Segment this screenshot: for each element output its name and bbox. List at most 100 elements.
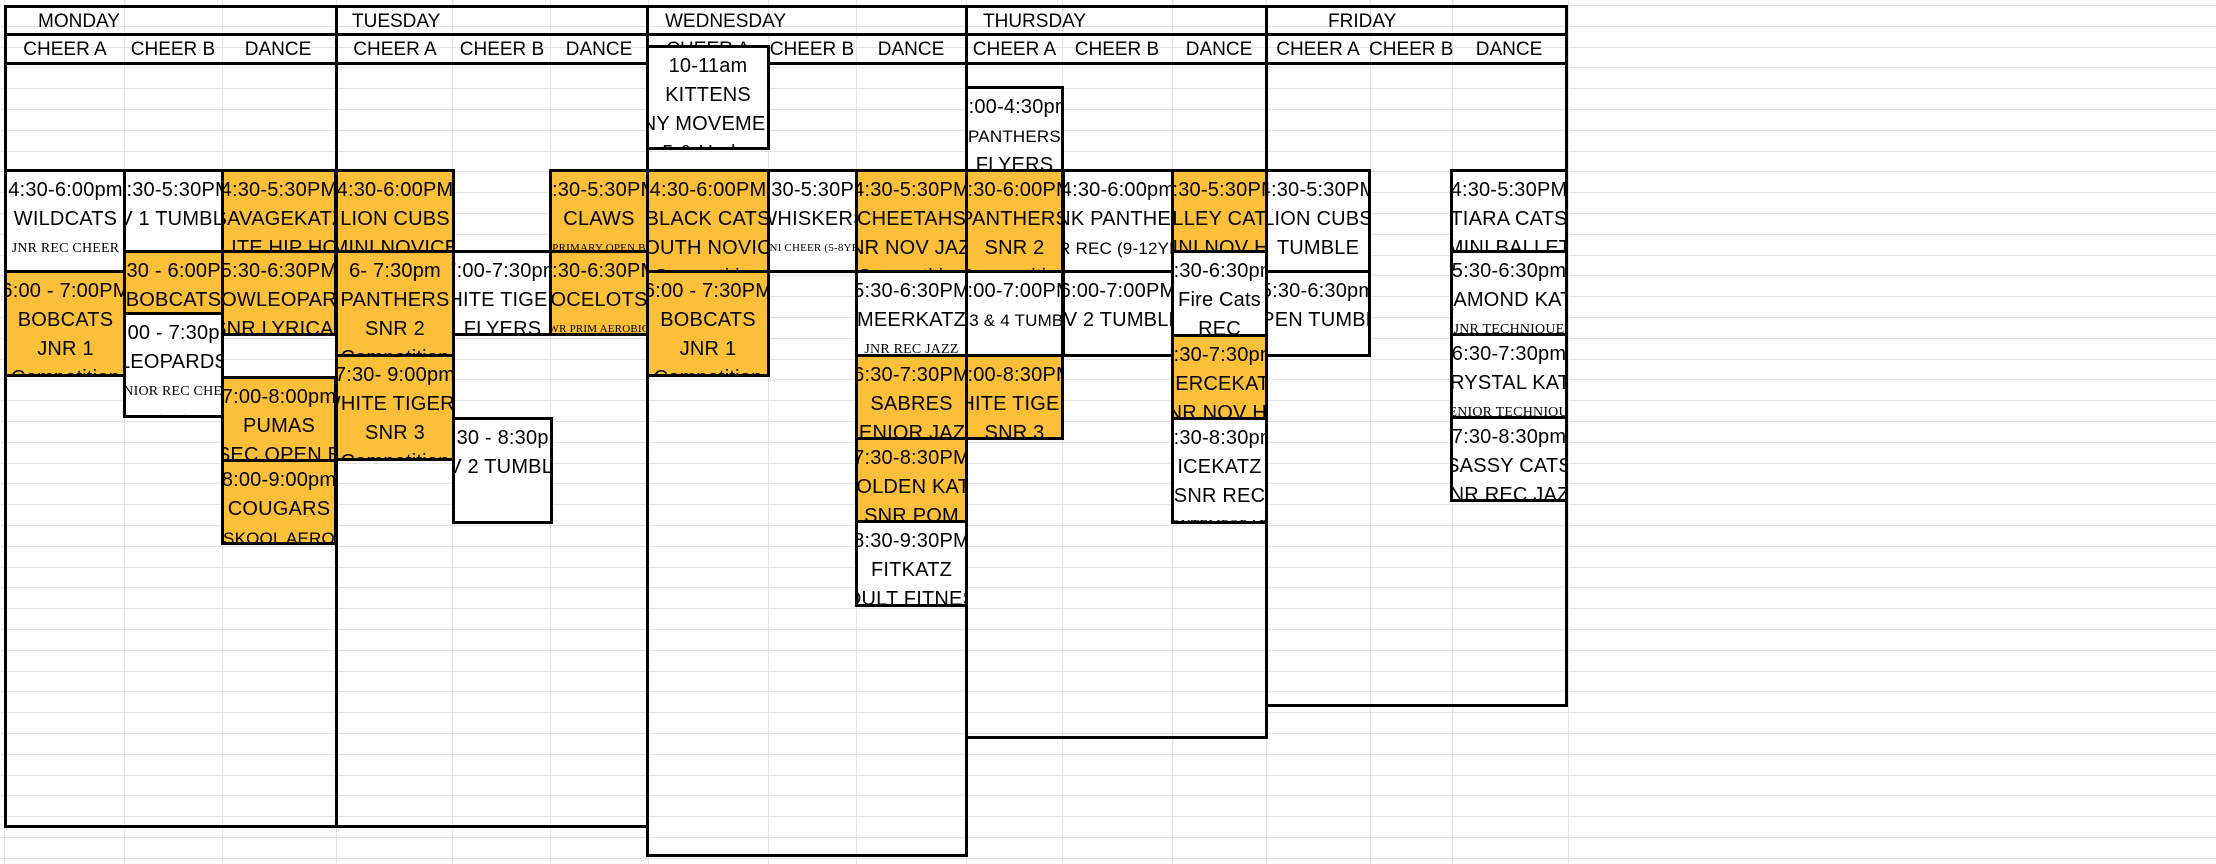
class-cell-line: FLYERS <box>463 318 542 336</box>
col-header-thu-dance: DANCE <box>1185 39 1253 60</box>
class-cell-wed-b1: 4:30-5:30PMWHISKERSMINI CHEER (5-8YRS) <box>767 169 858 273</box>
class-cell-line: 6- 7:30pm <box>349 260 441 282</box>
class-cell-line: BOBCATS <box>125 289 222 311</box>
class-cell-line: SASSY CATS <box>1450 455 1568 477</box>
class-cell-line: Competition <box>654 364 763 374</box>
class-cell-line: 4:30-5:30PM <box>1265 179 1371 201</box>
class-cell-line: 4:30-5:30PM <box>551 179 646 201</box>
class-cell-line: Competition <box>341 344 450 354</box>
class-cell-line: 4:30-6:00pm <box>1062 179 1174 201</box>
class-cell-line: ELITE HIP HOP <box>224 237 337 253</box>
class-cell-line: 4:30-6:00PM <box>649 179 767 201</box>
class-cell-line: JNR REC CHEER <box>11 241 120 256</box>
col-header-tue-cheer-a: CHEER A <box>353 39 437 60</box>
class-cell-line: CHEETAHS <box>856 208 967 230</box>
gridline-horizontal <box>0 837 2216 838</box>
class-cell-line: Competition <box>654 263 763 270</box>
class-cell-line: ICEKATZ <box>1177 456 1262 478</box>
class-cell-thu-a3: 7:00-8:30PMWHITE TIGERSSNR 3Competition <box>965 354 1064 440</box>
gridline-horizontal <box>0 587 2216 588</box>
class-cell-line: PUMAS <box>242 415 316 437</box>
class-cell-line: TINY MOVEMENT <box>649 113 767 135</box>
class-cell-mon-b3: 6:00 - 7:30pmLEOPARDSSENIOR REC CHEER(13… <box>123 312 224 418</box>
gridline-horizontal <box>0 629 2216 630</box>
class-cell-line: MINI NOV HH <box>1172 237 1268 253</box>
class-cell-fri-d3: 6:30-7:30pmCRYSTAL KATZSENIOR TECHNIQUE1… <box>1450 333 1568 419</box>
class-cell-line: 7:30-8:30pm <box>1173 427 1265 449</box>
class-cell-thu-d2: 5:30-6:30pmFire CatsRECHIPHOP <box>1171 250 1268 337</box>
class-cell-line: PANTHERS <box>968 127 1061 146</box>
class-cell-line: SNR POM <box>864 505 959 523</box>
gridline-horizontal <box>0 421 2216 422</box>
header-divider <box>4 33 1568 36</box>
class-cell-line: JNR NOV HH <box>1174 402 1267 420</box>
day-header-friday: FRIDAY <box>1328 11 1397 32</box>
class-cell-line: 7:30- 9:00pm <box>335 364 455 386</box>
class-cell-line: 6:00 - 7:00PM <box>4 280 127 302</box>
class-cell-line: LWR PRIM AEROBICS <box>549 323 646 335</box>
class-cell-line: 6:00-7:00PM <box>1062 280 1174 302</box>
class-cell-line: BLACK CATS <box>646 208 770 230</box>
gridline-horizontal <box>0 463 2216 464</box>
class-cell-line: 4:30-5:30PM <box>855 179 968 201</box>
gridline-horizontal <box>0 379 2216 380</box>
gridline-horizontal <box>0 525 2216 526</box>
class-cell-line: FITKATZ <box>870 559 953 581</box>
class-cell-line: FIERCEKATZ <box>1174 373 1265 395</box>
day-header-tuesday: TUESDAY <box>352 11 441 32</box>
day-header-thursday: THURSDAY <box>983 11 1087 32</box>
class-cell-line: 7:00-8:00pm <box>221 386 337 408</box>
class-cell-line: OCELOTS <box>550 289 648 311</box>
gridline-horizontal <box>0 795 2216 796</box>
class-cell-line: 5 & Under <box>662 139 754 147</box>
gridline-horizontal <box>0 504 2216 505</box>
class-cell-line: WHISKERS <box>770 208 855 230</box>
class-cell-line: PINK PANTHERS <box>1065 208 1171 230</box>
class-cell-line: 4:30-6:00pm <box>8 179 123 201</box>
class-cell-tue-d1: 4:30-5:30PMCLAWSPRIMARY OPEN BCompetitio… <box>549 169 649 253</box>
class-cell-line: 6:30-7:30PM <box>855 364 968 386</box>
class-cell-line: 7:00-8:30PM <box>967 364 1061 386</box>
gridline-vertical <box>1370 0 1371 864</box>
class-cell-line: ADULT FITNESS <box>858 588 965 607</box>
class-cell-line: 5:30-6:30PM <box>855 280 968 302</box>
class-cell-line: Competition <box>858 263 965 270</box>
class-cell-line: JNR NOV JAZZ <box>858 237 965 259</box>
gridline-vertical <box>768 0 769 864</box>
class-cell-thu-a1: 4:30-6:00PMPANTHERSSNR 2Competition <box>965 169 1064 273</box>
col-header-thu-cheer-a: CHEER A <box>972 39 1057 60</box>
header-divider-bottom <box>4 62 1568 65</box>
class-cell-line: CLAWS <box>563 208 635 230</box>
gridline-horizontal <box>0 816 2216 817</box>
class-cell-line: 10-11am <box>668 55 748 77</box>
class-cell-line: 6:00-7:00PM <box>967 280 1061 302</box>
class-cell-line: JNR REC JAZZ <box>864 342 959 357</box>
class-cell-wed-d3: 6:30-7:30PMSABRESSENIOR JAZZCompetition <box>855 354 968 440</box>
class-cell-wed-a0: 10-11amKITTENSTINY MOVEMENT5 & Under <box>646 45 770 150</box>
gridline-horizontal <box>0 608 2216 609</box>
col-header-fri-cheer-a: CHEER A <box>1276 39 1360 60</box>
class-cell-line: LV 3 & 4 TUMBLE <box>968 311 1064 330</box>
class-cell-line: TIARA CATS <box>1450 208 1568 230</box>
class-cell-line: JNR 1 <box>679 338 737 360</box>
class-cell-thu-a2: 6:00-7:00PM LV 3 & 4 TUMBLE <box>965 270 1064 357</box>
class-cell-line: Competition <box>341 448 450 458</box>
class-cell-line: TUMBLE <box>1276 237 1360 259</box>
gridline-horizontal <box>0 109 2216 110</box>
gridline-horizontal <box>0 733 2216 734</box>
class-cell-line: JNR REC (9-12YRS) <box>1065 239 1171 258</box>
class-cell-line: Competition <box>968 263 1061 270</box>
gridline-horizontal <box>0 858 2216 859</box>
class-cell-line: CONTEMPORARY <box>1174 511 1265 521</box>
